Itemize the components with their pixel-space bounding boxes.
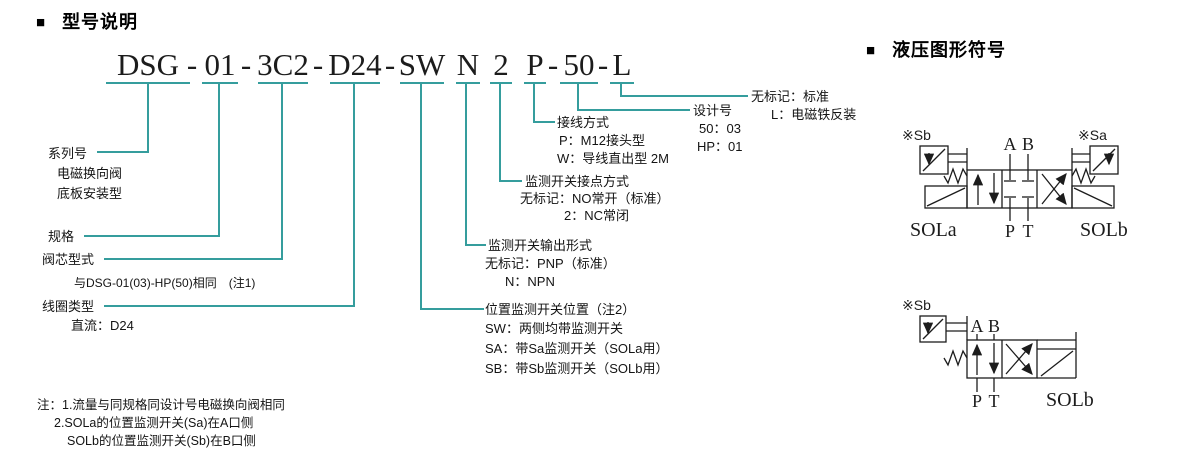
callout-series-label: 系列号 [48,146,88,161]
spring-right-icon [1071,167,1096,185]
sensor-switch-right-icon [1089,145,1119,175]
sensor-link-right [1071,148,1090,170]
sola-label: SOLa [910,219,957,241]
position-right-cross-arrows [1005,343,1033,375]
leader-design [577,83,690,111]
sensor-link-left [946,316,968,340]
callout-switch-pos-desc2: SA：带Sa监测开关（SOLa用） [485,341,669,356]
position-right-cross-arrows [1041,172,1067,206]
leader-spool [104,83,283,260]
leader-size [84,83,220,237]
solb-label: SOLb [1080,219,1128,241]
code-segment-spool: 3C2 [257,47,309,82]
valve-body [966,169,1073,209]
port-t-label: T [1023,221,1034,241]
leader-series [97,83,149,153]
solenoid-right-icon [1037,332,1077,379]
sensor-sa-label: ※Sa [1078,127,1107,143]
code-segment-size: 01 [205,47,236,82]
callout-design-label: 设计号 [693,103,733,118]
model-code-text: DSG - 01 - 3C2 - D24 - SW N 2 P - 50 - L [117,47,631,82]
section-bullet-icon: ■ [36,14,47,31]
sensor-link-left [948,148,968,170]
code-segment-mounting: L [613,47,632,82]
leader-mounting [620,83,748,97]
sensor-switch-left-icon [919,315,947,343]
code-segment-output: N [457,47,479,82]
valve-body [966,339,1038,379]
code-hyphen: - [187,47,197,82]
callout-output-desc1: 无标记：PNP（标准） [485,256,616,271]
port-p-label: P [972,391,982,411]
sensor-sb-label: ※Sb [902,297,931,313]
code-hyphen: - [241,47,251,82]
callout-wiring-label: 接线方式 [557,115,610,130]
port-a-label: A [971,316,984,336]
callout-switch-pos-desc1: SW：两侧均带监测开关 [485,321,623,336]
callout-design-desc1: 50：03 [699,121,741,136]
port-lines [976,334,995,392]
hydraulic-symbol-3position: ※Sb ※Sa [902,127,1128,241]
solenoid-right-icon [1071,185,1115,209]
code-hyphen: - [385,47,395,82]
code-hyphen: - [313,47,323,82]
code-segment-design: 50 [564,47,595,82]
callout-series-desc2: 底板安装型 [57,186,123,201]
code-segment-coil: D24 [328,47,382,82]
callout-coil-label: 线圈类型 [42,299,95,314]
code-segment-wiring: P [526,47,543,82]
callout-contact-desc2: 2：NC常闭 [564,208,630,223]
leader-coil [104,83,355,307]
symbol-section-title: ■ 液压图形符号 [866,36,1006,62]
position-left-parallel-arrows [972,173,1000,205]
callout-output-label: 监测开关输出形式 [488,238,593,253]
code-segment-series: DSG [117,47,179,82]
note-line-2: 2.SOLa的位置监测开关(Sa)在A口侧 [54,416,254,430]
callout-series-desc1: 电磁换向阀 [57,166,123,181]
sensor-switch-left-icon [919,145,949,175]
port-lines [1009,154,1029,221]
position-center-blocked [1004,170,1034,208]
port-b-label: B [988,316,1000,336]
spring-left-icon [943,167,968,185]
callout-spool-label: 阀芯型式 [42,252,95,267]
code-hyphen: - [598,47,608,82]
leader-contact [499,83,522,182]
port-b-label: B [1022,134,1034,154]
code-segment-contact: 2 [493,47,509,82]
callout-spool-desc1: 与DSG-01(03)-HP(50)相同 (注1) [74,276,256,290]
leader-switch-pos [420,83,484,310]
callout-mounting-desc2: L：电磁铁反装 [771,107,857,122]
callout-wiring-desc2: W：导线直出型 2M [557,151,669,166]
port-p-label: P [1005,221,1015,241]
code-segment-switch-pos: SW [399,47,446,82]
callout-size-label: 规格 [48,229,75,244]
callout-wiring-desc1: P：M12接头型 [559,133,645,148]
callout-output-desc2: N：NPN [505,274,555,289]
model-section-title-text: 型号说明 [62,12,139,32]
section-bullet-icon: ■ [866,42,877,59]
sensor-sb-label: ※Sb [902,127,931,143]
symbol-section-title-text: 液压图形符号 [892,40,1007,60]
port-t-label: T [989,391,1000,411]
spring-left-icon [943,349,968,367]
callout-contact-label: 监测开关接点方式 [525,174,630,189]
port-a-label: A [1004,134,1017,154]
callout-coil-desc1: 直流：D24 [71,318,134,333]
callout-design-desc2: HP：01 [697,139,743,154]
note-line-3: SOLb的位置监测开关(Sb)在B口侧 [67,434,256,448]
callout-switch-pos-desc3: SB：带Sb监测开关（SOLb用） [485,361,669,376]
solb-label: SOLb [1046,389,1094,411]
callout-mounting-desc1: 无标记：标准 [751,89,830,104]
hydraulic-symbol-2position: ※Sb A B P T [902,297,1094,411]
code-hyphen: - [548,47,558,82]
callout-switch-pos-label: 位置监测开关位置（注2） [485,302,636,317]
leader-wiring [533,83,555,123]
leader-output [465,83,486,246]
model-section-title: ■ 型号说明 [36,8,138,34]
callout-contact-desc1: 无标记：NO常开（标准） [520,191,670,206]
note-line-1: 注：1.流量与同规格同设计号电磁换向阀相同 [37,398,285,412]
solenoid-left-icon [924,185,968,209]
position-left-parallel-arrows [971,343,1000,375]
